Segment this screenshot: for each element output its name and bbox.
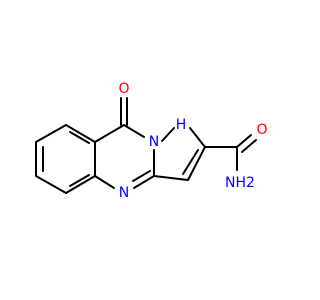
bond	[187, 146, 206, 181]
amide-carbonyl-bond	[236, 134, 252, 148]
bond	[35, 175, 67, 194]
pyrazole-ring	[153, 127, 206, 181]
bond	[35, 124, 67, 143]
amide-oxygen-label: O	[256, 122, 267, 138]
bond	[65, 124, 96, 143]
nitrogen-hydrogen-label: H	[176, 117, 187, 133]
bond	[189, 127, 206, 148]
bond	[153, 175, 189, 181]
bond	[161, 127, 175, 142]
ketone-oxygen-label: O	[118, 81, 129, 97]
double-bond-inner	[69, 174, 90, 187]
amide-nh2-label: NH2	[225, 175, 255, 191]
bond	[123, 124, 145, 138]
quinazoline-nitrogen-label: N	[119, 185, 129, 201]
benzene-ring	[35, 124, 96, 194]
carboxamide-group	[204, 134, 257, 171]
pyrazoloquinazoline-carboxamide-structure: O N H N O NH2	[35, 81, 268, 201]
bond	[94, 124, 125, 143]
bond	[94, 175, 115, 189]
bond	[65, 175, 96, 194]
double-bond	[132, 170, 151, 182]
double-bond	[182, 149, 199, 175]
pyrimidine-ring	[94, 97, 155, 189]
amide-carbonyl-bond	[241, 139, 257, 153]
ring-nitrogen-label: N	[149, 134, 159, 150]
double-bond-inner	[69, 131, 90, 144]
bond	[133, 175, 155, 189]
